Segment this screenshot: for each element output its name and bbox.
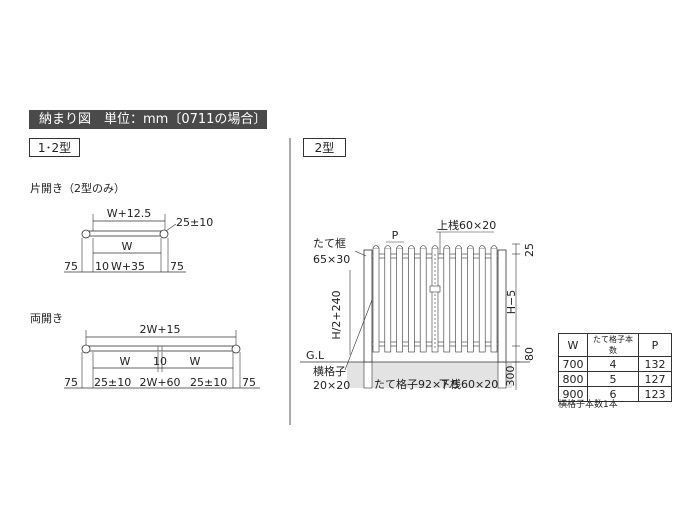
- spec-cell: 4: [587, 356, 639, 372]
- spec-cell: 127: [638, 371, 672, 387]
- elevation-drawing: P 上桟60×20 たて框 65×30 H/2+240 G.L 横格子 20×2…: [300, 218, 536, 392]
- double-w-left: W: [120, 355, 131, 368]
- spec-cell: 900: [558, 386, 588, 402]
- double-post-right: [231, 344, 241, 354]
- slat-cap: [408, 245, 415, 249]
- section-header: 納まり図 単位：mm〔0711の場合〕: [29, 110, 267, 129]
- label-post: たて框: [313, 237, 346, 250]
- double-left-25: 25±10: [94, 376, 131, 389]
- slat-cap: [384, 245, 392, 249]
- slat-cap: [396, 245, 403, 249]
- vertical-slat: [478, 247, 486, 353]
- ground-fill: [347, 362, 512, 388]
- double-post-left: [81, 344, 91, 354]
- single-left-10: 10: [95, 260, 109, 273]
- slat-cap: [431, 245, 439, 249]
- slat-cap: [478, 245, 486, 249]
- spec-note: 横格子本数1本: [558, 400, 618, 410]
- spec-cell: 123: [638, 386, 672, 402]
- slat-cap: [419, 245, 427, 249]
- label-gl: G.L: [306, 349, 325, 362]
- spec-cell: 5: [587, 371, 639, 387]
- vertical-slat: [419, 247, 427, 353]
- single-right-75: 75: [170, 260, 184, 273]
- post-left: [363, 249, 373, 363]
- type-tag-2: 2型: [303, 138, 346, 157]
- label-horizontal-size: 20×20: [313, 379, 350, 392]
- spec-row: 900 6 123: [558, 386, 672, 402]
- slat-cap: [455, 245, 462, 249]
- double-top-dim: 2W+15: [139, 323, 180, 336]
- spec-table: W たて格子本数 P 700 4 132 800 5 127 900 6 123: [558, 333, 672, 402]
- latch-handle: [429, 285, 441, 293]
- slat-cap: [443, 245, 451, 249]
- label-post-size: 65×30: [313, 253, 350, 266]
- spec-header-row: W たて格子本数 P: [558, 333, 672, 357]
- vertical-slat: [490, 247, 498, 353]
- double-right-75: 75: [242, 376, 256, 389]
- slat-cap: [490, 245, 498, 249]
- single-inner-dim: W: [122, 240, 133, 253]
- label-horizontal: 横格子: [313, 364, 346, 378]
- single-left-75: 75: [64, 260, 78, 273]
- label-p: P: [392, 229, 399, 242]
- double-gap: 10: [153, 355, 167, 368]
- label-d300: 300: [504, 366, 517, 387]
- label-top-rail: 上桟60×20: [437, 218, 496, 232]
- spec-cell: 132: [638, 356, 672, 372]
- slat-cap: [467, 245, 474, 249]
- single-top-dim: W+12.5: [107, 207, 152, 220]
- spec-row: 800 5 127: [558, 371, 672, 387]
- single-gate-panel: [85, 230, 165, 237]
- double-right-25: 25±10: [190, 376, 227, 389]
- vertical-slat: [408, 247, 415, 353]
- vertical-slat: [384, 247, 392, 353]
- spec-header-w: W: [558, 333, 588, 357]
- single-bottom-dim: W+35: [111, 260, 145, 273]
- label-d80: 80: [523, 347, 536, 361]
- double-left-75: 75: [64, 376, 78, 389]
- double-w-right: W: [190, 355, 201, 368]
- single-swing-plan: W+12.5 25±10 W 75 10 W+35 75: [64, 207, 213, 273]
- post-right: [497, 249, 507, 363]
- single-post-right: [159, 229, 169, 239]
- spec-header-count: たて格子本数: [587, 333, 639, 357]
- single-swing-title: 片開き（2型のみ）: [30, 182, 125, 195]
- double-bottom-dim: 2W+60: [139, 376, 180, 389]
- spec-row: 700 4 132: [558, 356, 672, 372]
- spec-header-p: P: [638, 333, 672, 357]
- label-h-half: H/2+240: [330, 290, 343, 339]
- spec-cell: 800: [558, 371, 588, 387]
- vertical-slat: [467, 247, 474, 353]
- label-bottom-rail: 下桟60×20: [439, 377, 498, 391]
- vertical-slat: [455, 247, 462, 353]
- label-dh5: H−5: [505, 290, 518, 315]
- vertical-slat: [396, 247, 403, 353]
- double-swing-plan: 2W+15 W 10 W 75 25±10 2W+60 25±10 75: [64, 323, 260, 389]
- type-tag-1-2: 1･2型: [29, 138, 80, 157]
- spec-cell: 700: [558, 356, 588, 372]
- single-side-dim: 25±10: [176, 216, 213, 229]
- double-swing-title: 両開き: [30, 312, 63, 325]
- label-vertical: たて格子92×7.5: [374, 377, 459, 391]
- slat-cap: [372, 245, 380, 249]
- label-d25: 25: [523, 243, 536, 257]
- vertical-slat: [443, 247, 451, 353]
- vertical-slat: [372, 247, 380, 353]
- double-gate-panels: [85, 345, 237, 352]
- single-post-left: [81, 229, 91, 239]
